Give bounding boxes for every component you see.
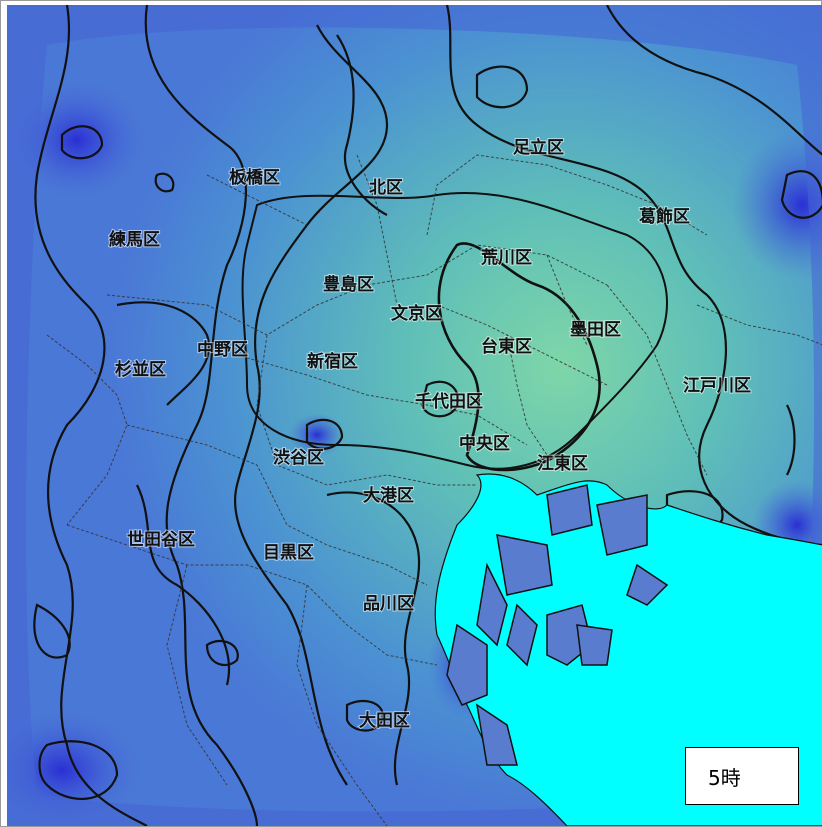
heatmap-map: 足立区 板橋区 北区 葛飾区 練馬区 荒川区 豊島区 文京区 墨田区 台東区 杉…	[7, 5, 822, 826]
ward-label-itabashi: 板橋区	[229, 167, 280, 188]
reclaimed-islands	[446, 484, 669, 766]
ward-label-minato: 大港区	[363, 485, 414, 506]
time-label-box: 5時	[685, 747, 799, 805]
ward-label-koto: 江東区	[537, 453, 588, 474]
ward-label-kita: 北区	[369, 178, 403, 198]
ward-label-shinjuku: 新宿区	[307, 351, 358, 372]
ward-label-shinagawa: 品川区	[363, 594, 414, 614]
ward-label-katsushika: 葛飾区	[638, 206, 690, 227]
ward-label-ota: 大田区	[359, 710, 410, 731]
ward-label-shibuya: 渋谷区	[273, 447, 324, 468]
ward-label-chuo: 中央区	[459, 433, 510, 454]
ward-label-toshima: 豊島区	[323, 274, 374, 295]
ward-label-edogawa: 江戸川区	[683, 376, 751, 396]
ward-label-taito: 台東区	[481, 336, 532, 357]
ward-label-arakawa: 荒川区	[480, 247, 532, 268]
time-label: 5時	[708, 765, 741, 790]
cold-spot	[289, 413, 345, 457]
ward-label-setagaya: 世田谷区	[127, 530, 195, 550]
ward-labels: 足立区 板橋区 北区 葛飾区 練馬区 荒川区 豊島区 文京区 墨田区 台東区 杉…	[108, 136, 752, 732]
ward-boundaries	[46, 154, 822, 826]
ward-label-sumida: 墨田区	[570, 320, 621, 340]
ward-label-nakano: 中野区	[197, 339, 248, 360]
ward-label-nerima: 練馬区	[109, 229, 160, 250]
ward-label-chiyoda: 千代田区	[415, 391, 483, 412]
ward-label-suginami: 杉並区	[115, 359, 166, 380]
contour-lines	[33, 5, 822, 826]
ward-label-meguro: 目黒区	[263, 543, 314, 563]
ward-label-bunkyo: 文京区	[391, 303, 442, 324]
cold-spot	[7, 80, 147, 200]
ward-label-adachi: 足立区	[513, 137, 564, 158]
cold-spot	[732, 130, 822, 280]
